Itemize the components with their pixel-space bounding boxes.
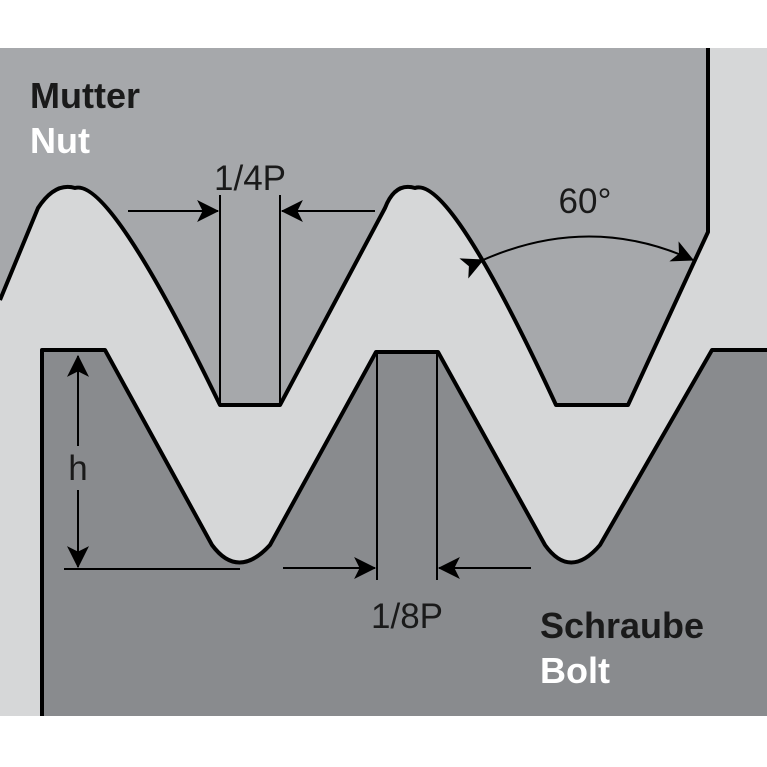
quarter-pitch-label: 1/4P [214, 159, 286, 198]
flank-angle-arc [459, 235, 695, 279]
bolt-label-de: Schraube [540, 605, 704, 646]
flank-angle-label: 60° [559, 182, 612, 221]
nut-label-en: Nut [30, 120, 90, 161]
bolt-label-en: Bolt [540, 650, 610, 691]
height-label-bg [62, 446, 94, 490]
eighth-pitch-label: 1/8P [371, 597, 443, 636]
bolt-body [42, 350, 767, 716]
nut-label-de: Mutter [30, 75, 140, 116]
nut-body [0, 48, 708, 405]
height-label: h [68, 449, 87, 488]
